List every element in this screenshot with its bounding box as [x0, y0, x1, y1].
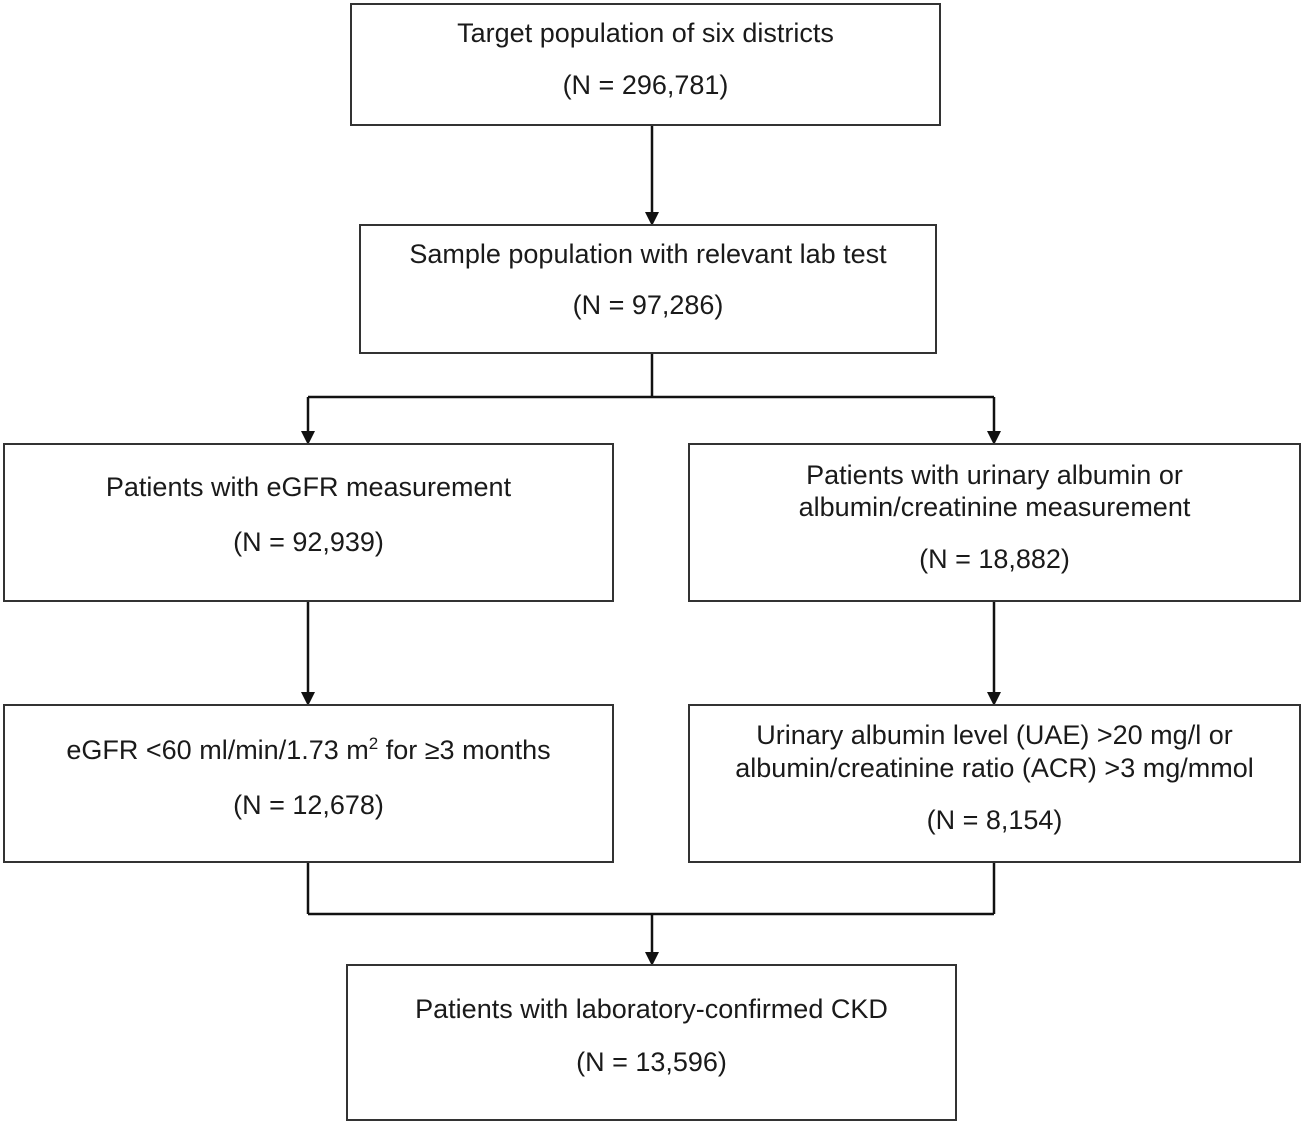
box-uae-high: Urinary albumin level (UAE) >20 mg/l or …	[688, 704, 1301, 863]
egfr-measurement-title: Patients with eGFR measurement	[105, 472, 512, 502]
box-sample-population: Sample population with relevant lab test…	[359, 224, 937, 354]
egfr-low-title-suffix: for ≥3 months	[378, 735, 551, 765]
arrowhead-egfr-measure	[301, 431, 315, 445]
arrowhead-sample	[645, 212, 659, 226]
uae-high-count: (N = 8,154)	[926, 805, 1063, 835]
box-egfr-low: eGFR <60 ml/min/1.73 m2 for ≥3 months (N…	[3, 704, 614, 863]
urinary-measurement-count: (N = 18,882)	[919, 544, 1070, 574]
arrowhead-egfr-low	[301, 692, 315, 706]
sample-population-title: Sample population with relevant lab test	[409, 239, 887, 269]
target-population-count: (N = 296,781)	[562, 70, 729, 100]
box-target-population: Target population of six districts (N = …	[350, 3, 941, 126]
urinary-measurement-title-line2: albumin/creatinine measurement	[798, 492, 1191, 522]
egfr-low-count: (N = 12,678)	[233, 790, 384, 820]
uae-high-title-line2: albumin/creatinine ratio (ACR) >3 mg/mmo…	[735, 753, 1254, 783]
egfr-low-title: eGFR <60 ml/min/1.73 m2 for ≥3 months	[5, 734, 612, 766]
egfr-low-title-sup: 2	[368, 734, 379, 753]
arrowhead-ckd	[645, 952, 659, 966]
sample-population-count: (N = 97,286)	[572, 290, 724, 320]
box-egfr-measurement: Patients with eGFR measurement (N = 92,9…	[3, 443, 614, 602]
target-population-title: Target population of six districts	[457, 18, 834, 48]
uae-high-title-line1: Urinary albumin level (UAE) >20 mg/l or	[756, 720, 1233, 750]
egfr-low-title-prefix: eGFR <60 ml/min/1.73 m	[66, 735, 369, 765]
box-urinary-measurement: Patients with urinary albumin or albumin…	[688, 443, 1301, 602]
arrowhead-uae-high	[987, 692, 1001, 706]
arrowhead-urinary-measure	[987, 431, 1001, 445]
urinary-measurement-title-line1: Patients with urinary albumin or	[806, 460, 1183, 490]
box-confirmed-ckd: Patients with laboratory-confirmed CKD (…	[346, 964, 957, 1121]
confirmed-ckd-title: Patients with laboratory-confirmed CKD	[415, 994, 888, 1024]
confirmed-ckd-count: (N = 13,596)	[576, 1047, 727, 1077]
egfr-measurement-count: (N = 92,939)	[233, 527, 384, 557]
